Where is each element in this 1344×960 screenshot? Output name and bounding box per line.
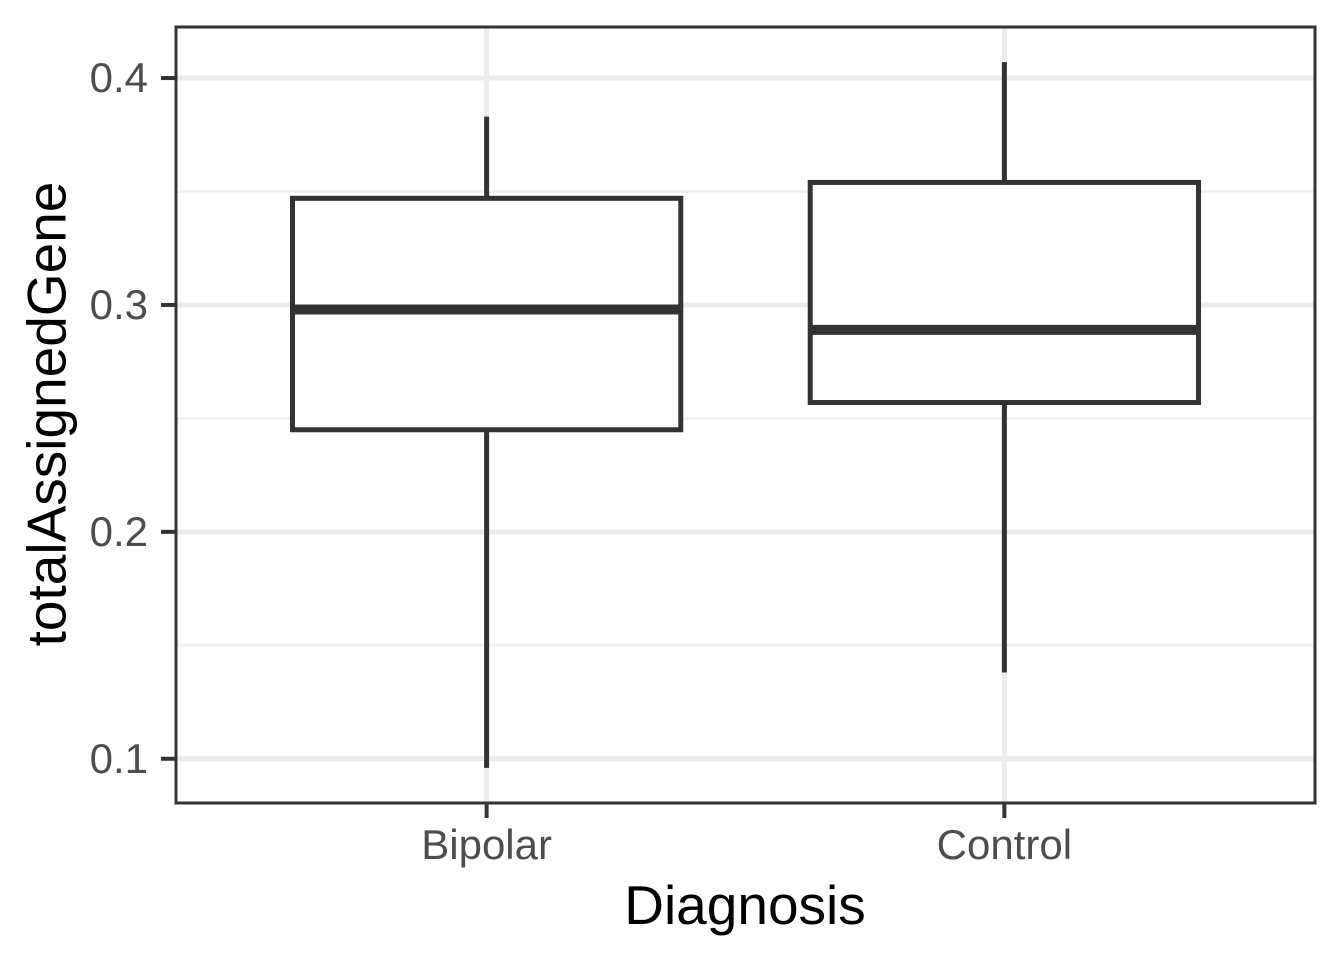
y-axis-title: totalAssignedGene bbox=[15, 181, 78, 647]
y-tick-label: 0.1 bbox=[89, 734, 148, 782]
x-tick-label: Bipolar bbox=[421, 821, 552, 868]
y-tick-label: 0.3 bbox=[89, 280, 148, 328]
y-tick-label: 0.2 bbox=[89, 507, 148, 555]
y-tick-label: 0.4 bbox=[89, 54, 148, 102]
x-tick-label: Control bbox=[936, 821, 1073, 868]
panel-border bbox=[174, 25, 1317, 805]
x-axis-title: Diagnosis bbox=[624, 874, 866, 936]
iqr-box bbox=[807, 179, 1202, 406]
